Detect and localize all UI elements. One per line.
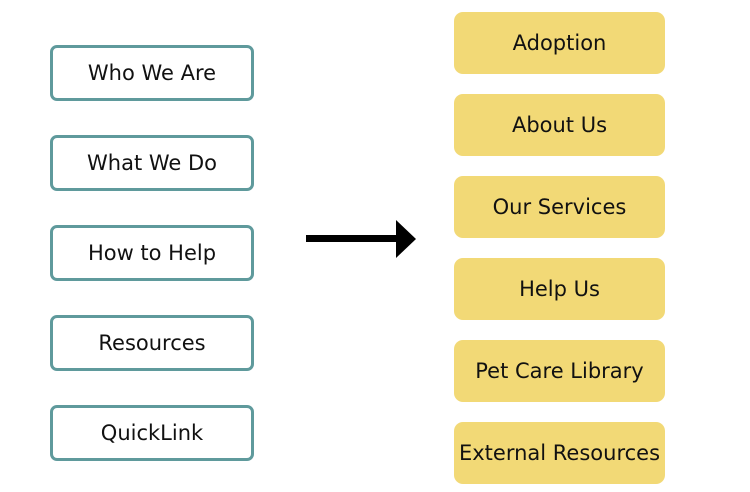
current-nav-item-how-to-help: How to Help	[50, 225, 254, 281]
arrow-right-icon	[306, 220, 416, 258]
proposed-nav-item-adoption: Adoption	[454, 12, 665, 74]
proposed-nav-item-our-services: Our Services	[454, 176, 665, 238]
current-nav-item-resources: Resources	[50, 315, 254, 371]
current-nav-label: How to Help	[87, 241, 217, 265]
current-nav-label: QuickLink	[100, 421, 204, 445]
current-nav-label: What We Do	[87, 151, 217, 175]
current-nav-item-quicklink: QuickLink	[50, 405, 254, 461]
proposed-nav-label: About Us	[511, 113, 608, 137]
current-nav-item-who-we-are: Who We Are	[50, 45, 254, 101]
proposed-nav-item-about-us: About Us	[454, 94, 665, 156]
proposed-nav-item-external-resources: External Resources	[454, 422, 665, 484]
proposed-nav-item-help-us: Help Us	[454, 258, 665, 320]
proposed-nav-item-pet-care-library: Pet Care Library	[454, 340, 665, 402]
current-nav-label: Who We Are	[87, 61, 217, 85]
proposed-nav-label: Help Us	[519, 277, 600, 301]
current-nav-label: Resources	[98, 331, 206, 355]
current-nav-item-what-we-do: What We Do	[50, 135, 254, 191]
proposed-nav-label: Our Services	[492, 195, 627, 219]
proposed-nav-label: External Resources	[458, 441, 661, 465]
proposed-nav-label: Pet Care Library	[475, 359, 644, 383]
proposed-nav-label: Adoption	[512, 31, 607, 55]
